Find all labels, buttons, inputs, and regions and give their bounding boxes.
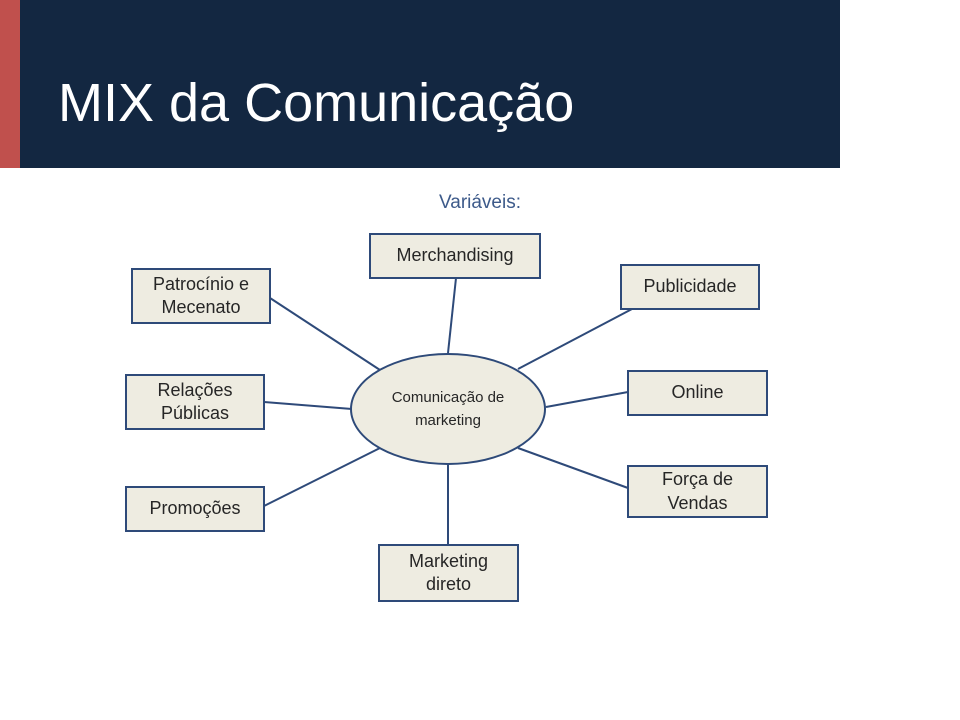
slide-title: MIX da Comunicação xyxy=(58,73,575,133)
node-merchandising: Merchandising xyxy=(369,233,541,279)
center-node-label: Comunicação de marketing xyxy=(391,388,505,429)
connector-patrocinio xyxy=(269,297,381,371)
node-marketing-direto-label: Marketing direto xyxy=(408,550,489,594)
connector-online xyxy=(545,391,629,408)
connector-forca-de-vendas xyxy=(517,447,629,489)
center-node: Comunicação de marketing xyxy=(350,353,546,465)
connector-publicidade xyxy=(517,308,633,370)
subtitle: Variáveis: xyxy=(438,192,521,213)
node-promocoes-label: Promoções xyxy=(149,498,241,519)
node-online-label: Online xyxy=(671,382,724,403)
node-patrocinio-label: Patrocínio e Mecenato xyxy=(152,273,250,317)
node-merchandising-label: Merchandising xyxy=(396,245,514,266)
node-marketing-direto: Marketing direto xyxy=(378,544,519,602)
node-relacoes-publicas: Relações Públicas xyxy=(125,374,265,430)
connector-relacoes-publicas xyxy=(263,401,353,410)
node-patrocinio: Patrocínio e Mecenato xyxy=(131,268,271,324)
connector-merchandising xyxy=(447,277,457,354)
node-forca-de-vendas-label: Força de Vendas xyxy=(661,469,734,513)
node-relacoes-publicas-label: Relações Públicas xyxy=(157,379,233,423)
connector-promocoes xyxy=(263,447,381,507)
node-promocoes: Promoções xyxy=(125,486,265,532)
node-publicidade-label: Publicidade xyxy=(643,276,737,297)
node-publicidade: Publicidade xyxy=(620,264,760,310)
node-online: Online xyxy=(627,370,768,416)
accent-bar xyxy=(0,0,20,168)
title-band xyxy=(20,0,840,168)
node-forca-de-vendas: Força de Vendas xyxy=(627,465,768,518)
